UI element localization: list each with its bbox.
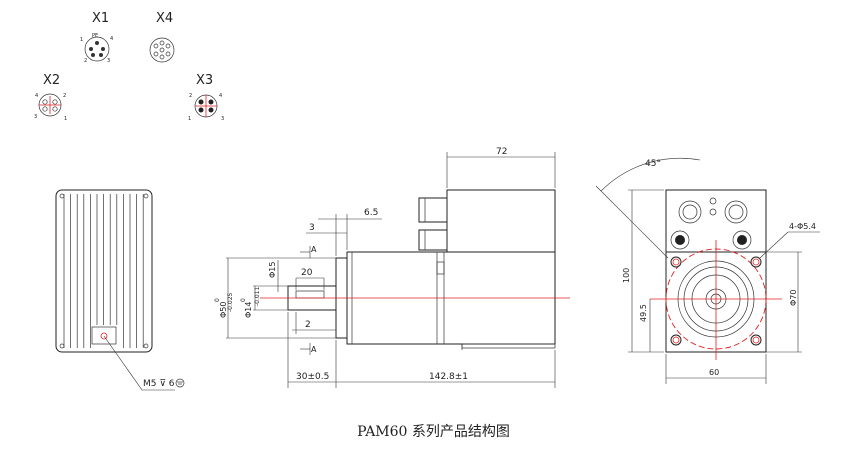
heatsink-fins: [63, 194, 144, 348]
dim-width: 60: [709, 368, 719, 377]
x2-label: X2: [43, 73, 60, 88]
figure-caption: PAM60 系列产品结构图: [357, 424, 510, 440]
dim-pilot-tol-bot: -0.025: [227, 292, 234, 312]
x1-pin3: 3: [107, 58, 110, 64]
dim-key-len: 20: [301, 268, 313, 278]
connector-x2: X2 1 2 3 4: [34, 73, 67, 122]
dim-bolt-circle: Φ70: [789, 290, 798, 306]
x2-pin4: 4: [35, 93, 38, 99]
dim-flange-thk: 3: [309, 223, 315, 233]
dim-height: 100: [622, 268, 631, 283]
x1-pin2: 2: [84, 58, 87, 64]
x1-pin1: 1: [80, 37, 83, 43]
x2-pin3: 3: [34, 114, 37, 120]
dim-shaft-tol-top: 0: [240, 298, 247, 302]
x1-pe: PE: [92, 33, 98, 39]
x1-pin4: 4: [110, 36, 113, 42]
connector-x1: X1 PE 1 2 3 4: [80, 11, 113, 64]
dim-shaft-d: Φ14: [244, 302, 253, 318]
dim-top-width: 72: [496, 147, 507, 157]
thread-callout: M5 ⊽ 6: [143, 379, 175, 389]
front-view: 45° 4-Φ5.4 100 49.5 Φ70 60: [595, 157, 820, 384]
dim-shaft-len: 30±0.5: [296, 372, 329, 382]
dim-flange-offset: 6.5: [364, 208, 378, 218]
x3-label: X3: [196, 73, 213, 88]
section-mark-bottom: A: [311, 345, 317, 354]
x3-pin2: 2: [189, 93, 192, 99]
dim-center-h: 49.5: [639, 304, 648, 322]
dim-pilot-tol-top: 0: [214, 298, 221, 302]
x3-pin1: 1: [188, 116, 191, 122]
x1-label: X1: [92, 11, 109, 26]
dim-body-len: 142.8±1: [429, 372, 468, 382]
dim-holes: 4-Φ5.4: [789, 222, 816, 231]
dim-shaft-d-label: Φ15: [268, 262, 277, 278]
connector-x4: X4: [149, 11, 175, 63]
connector-x3: X3 1 2 3 4: [188, 73, 224, 122]
x2-pin2: 2: [63, 93, 66, 99]
section-mark-top: A: [311, 245, 317, 254]
x2-pin1: 1: [64, 116, 67, 122]
dim-shaft-tol-bot: -0.011: [254, 286, 261, 306]
x3-pin4: 4: [219, 93, 222, 99]
x3-pin3: 3: [221, 116, 224, 122]
dim-angle: 45°: [645, 159, 661, 169]
back-view: M5 ⊽ 6: [55, 189, 185, 391]
ground-icon: [175, 378, 185, 388]
x4-label: X4: [156, 11, 173, 26]
dim-key-start: 2: [305, 320, 311, 330]
side-view: 72 6.5 3 A A 20 Φ50 0 -0.025 Φ14 0 -0.01…: [214, 147, 570, 388]
dim-pilot-d: Φ50: [219, 302, 228, 318]
